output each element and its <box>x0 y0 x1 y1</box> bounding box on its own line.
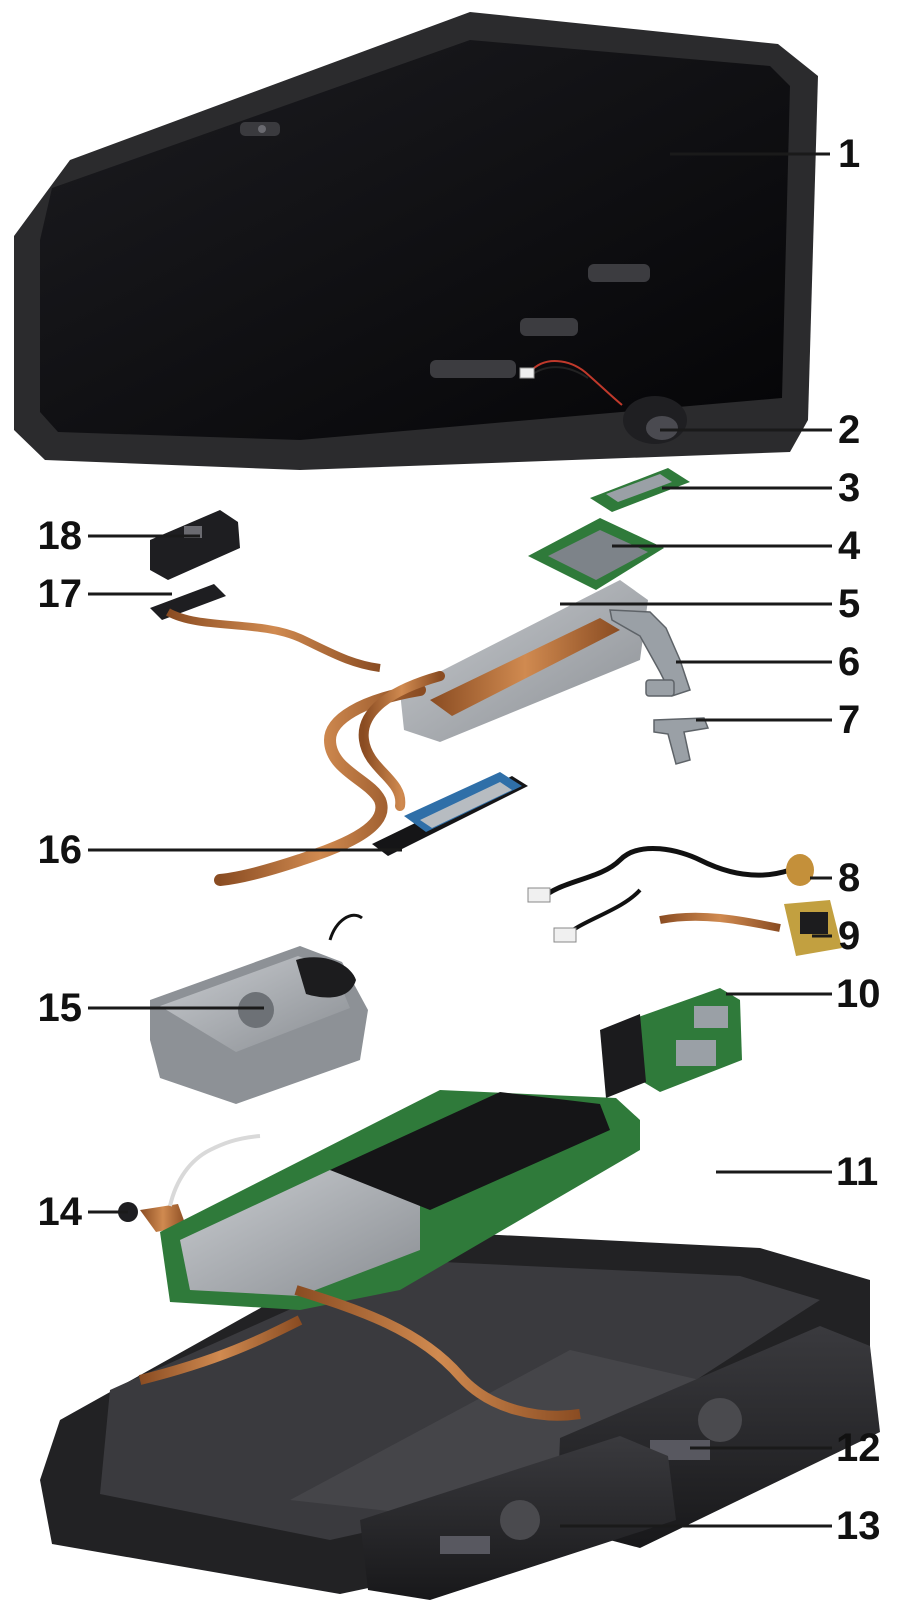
callout-2: 2 <box>838 408 861 452</box>
port-module <box>659 900 842 956</box>
callout-6: 6 <box>838 640 861 684</box>
io-board <box>600 988 742 1098</box>
leader-lines <box>88 152 832 1528</box>
daughter-board-flex <box>150 584 381 672</box>
callout-11: 11 <box>836 1150 879 1194</box>
wwan-card <box>528 518 664 590</box>
callout-12: 12 <box>836 1426 881 1470</box>
callout-14: 14 <box>37 1190 83 1234</box>
battery-secondary <box>360 1436 676 1600</box>
display-assembly <box>14 12 818 470</box>
system-fan <box>150 913 368 1104</box>
callout-7: 7 <box>838 698 861 742</box>
callout-16: 16 <box>37 828 83 872</box>
callout-15: 15 <box>37 986 83 1030</box>
callout-3: 3 <box>838 466 861 510</box>
chassis-base <box>40 1230 870 1594</box>
callout-5: 5 <box>838 582 861 626</box>
callout-18: 18 <box>37 514 83 558</box>
wlan-card <box>590 468 690 512</box>
callout-17: 17 <box>37 572 83 616</box>
heatsink-assembly <box>214 580 648 886</box>
callout-1: 1 <box>838 132 861 176</box>
callout-9: 9 <box>838 914 861 958</box>
callout-13: 13 <box>836 1504 881 1548</box>
power-cable <box>527 845 814 943</box>
display-buttons <box>430 264 650 378</box>
system-board <box>160 1090 640 1421</box>
bracket-assembly <box>609 609 691 697</box>
callout-4: 4 <box>838 524 861 568</box>
callout-10: 10 <box>836 972 881 1016</box>
solid-state-drive <box>372 772 528 856</box>
coin-cell-battery <box>519 360 687 444</box>
small-bracket <box>653 717 710 765</box>
speaker-module <box>150 510 240 580</box>
callout-8: 8 <box>838 856 861 900</box>
